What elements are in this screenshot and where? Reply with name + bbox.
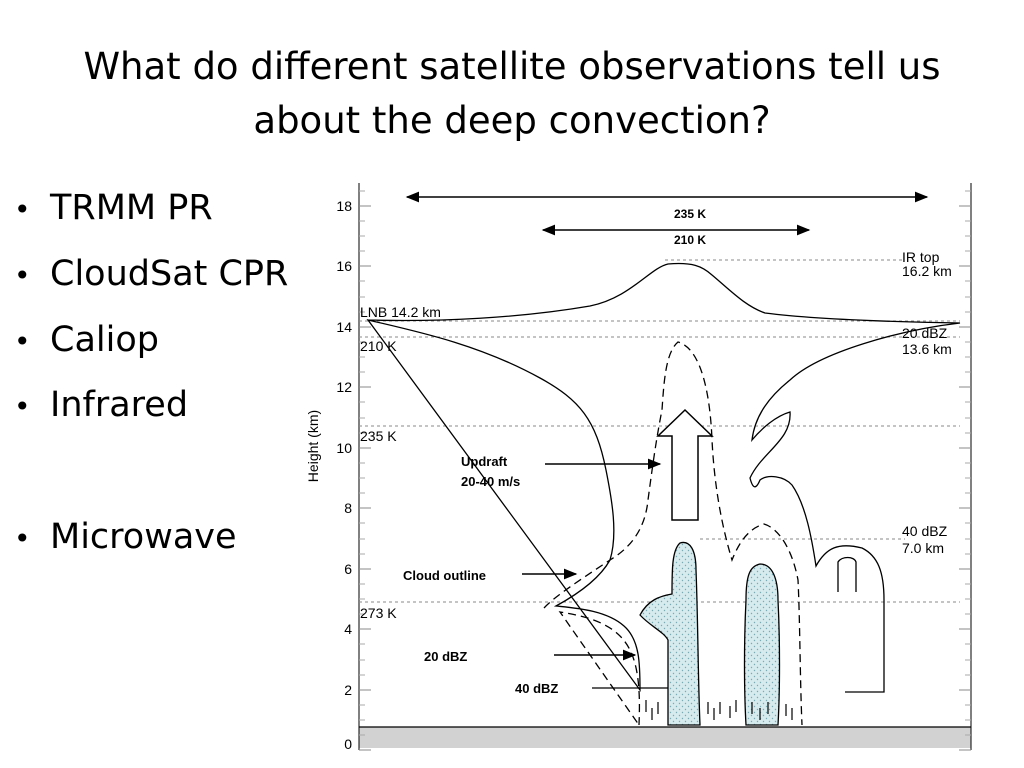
bullet-dot: • — [14, 390, 31, 423]
bullet-dot: • — [14, 325, 31, 358]
y-axis-ticks — [359, 205, 971, 751]
updraft-speed-label: 20-40 m/s — [461, 474, 520, 489]
bullet-text-microwave: Microwave — [50, 517, 237, 557]
title-line-2: about the deep convection? — [253, 99, 771, 142]
dbz40-label: 40 dBZ — [515, 681, 558, 696]
ir-top-label: IR top — [902, 249, 940, 265]
y-axis-label: Height (km) — [305, 410, 321, 482]
updraft-arrow — [656, 408, 714, 521]
bullet-text-trmm: TRMM PR — [50, 188, 213, 228]
bullet-dot: • — [14, 259, 31, 292]
arrow-235k-label: 235 K — [674, 207, 706, 221]
bullet-text-cloudsat: CloudSat CPR — [50, 254, 289, 294]
y-tick-6: 6 — [344, 561, 352, 577]
bullet-infrared: • Infrared — [14, 385, 188, 425]
y-axis-minor-ticks — [359, 190, 971, 736]
dbz40-core-left — [639, 541, 701, 726]
dbz20-right-label: 20 dBZ — [902, 325, 948, 341]
title-line-1: What do different satellite observations… — [83, 45, 941, 88]
dbz20-right-km-label: 13.6 km — [902, 341, 952, 357]
label-235k-left: 235 K — [360, 428, 397, 444]
label-210k-left: 210 K — [360, 338, 397, 354]
bullet-text-infrared: Infrared — [50, 385, 189, 425]
bullet-caliop: • Caliop — [14, 320, 159, 360]
y-tick-16: 16 — [336, 258, 352, 274]
bullet-trmm: • TRMM PR — [14, 188, 213, 228]
dbz40-core-right — [743, 563, 781, 726]
dbz20-label: 20 dBZ — [424, 649, 467, 664]
cloud-outline-label: Cloud outline — [403, 568, 486, 583]
bullet-dot: • — [14, 193, 31, 226]
dbz20-contour — [543, 341, 803, 727]
y-tick-2: 2 — [344, 682, 352, 698]
ground-surface — [359, 727, 971, 748]
rain-streaks — [645, 700, 793, 720]
y-tick-14: 14 — [336, 319, 352, 335]
bullet-microwave: • Microwave — [14, 517, 237, 557]
cloud-inner-loop — [837, 556, 857, 592]
y-tick-labels: 0 2 4 6 8 10 12 14 16 18 — [336, 198, 352, 752]
bullet-dot: • — [14, 522, 31, 555]
arrow-210k-label: 210 K — [674, 233, 706, 247]
y-tick-8: 8 — [344, 500, 352, 516]
y-tick-12: 12 — [336, 379, 352, 395]
dbz40-right-label: 40 dBZ — [902, 523, 948, 539]
cloud-outline-path — [366, 262, 961, 693]
y-tick-18: 18 — [336, 198, 352, 214]
ir-top-km-label: 16.2 km — [902, 263, 952, 279]
bullet-cloudsat: • CloudSat CPR — [14, 254, 288, 294]
y-tick-4: 4 — [344, 621, 352, 637]
slide-title: What do different satellite observations… — [0, 40, 1024, 148]
label-273k-left: 273 K — [360, 605, 397, 621]
bullet-text-caliop: Caliop — [50, 320, 159, 360]
y-tick-10: 10 — [336, 440, 352, 456]
lnb-label: LNB 14.2 km — [360, 304, 441, 320]
updraft-label: Updraft — [461, 454, 508, 469]
y-tick-0: 0 — [344, 736, 352, 752]
dbz40-right-km-label: 7.0 km — [902, 540, 944, 556]
